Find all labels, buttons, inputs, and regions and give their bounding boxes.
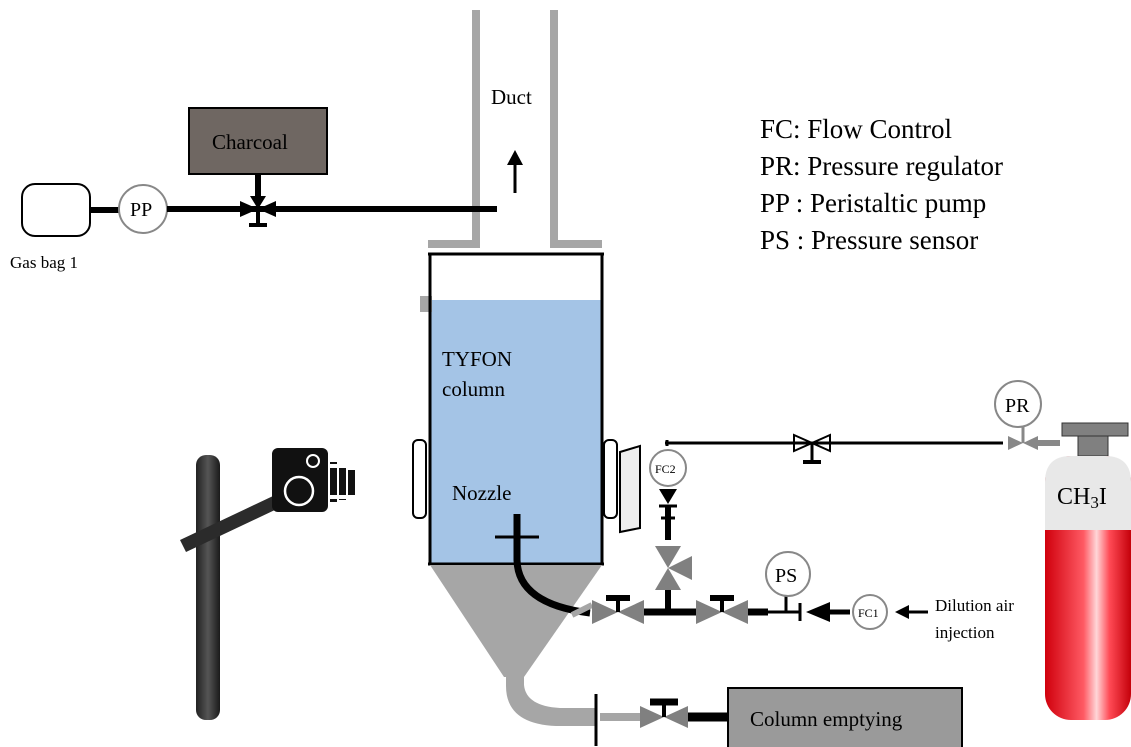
duct-label: Duct xyxy=(491,85,532,109)
legend-pr: PR: Pressure regulator xyxy=(760,151,1003,181)
fc2-check-valve-icon xyxy=(659,489,677,540)
flow-control-1 xyxy=(852,594,888,630)
charcoal-box xyxy=(188,107,328,175)
pr-label: PR xyxy=(1005,395,1030,417)
column-emptying-label: Column emptying xyxy=(750,707,903,731)
legend: FC: Flow Control PR: Pressure regulator … xyxy=(760,114,1003,255)
pr-valve-icon xyxy=(1008,427,1060,450)
nozzle-label: Nozzle xyxy=(452,481,511,505)
receiver-plate xyxy=(619,444,641,534)
manifold-valve-right-icon xyxy=(696,595,748,624)
gas-bag-label: Gas bag 1 xyxy=(10,253,78,272)
legend-pp: PP : Peristaltic pump xyxy=(760,188,986,218)
duct xyxy=(428,10,602,248)
legend-ps: PS : Pressure sensor xyxy=(760,225,978,255)
fc1-check-valve-icon xyxy=(798,602,850,622)
pressure-sensor xyxy=(765,551,811,597)
camera-arm xyxy=(180,488,296,552)
outlet-elbow xyxy=(506,672,596,726)
dilution-label-2: injection xyxy=(935,623,995,642)
camera-icon xyxy=(272,448,356,512)
flow-control-2 xyxy=(649,449,687,487)
valve-icon xyxy=(793,433,831,464)
ps-label: PS xyxy=(775,565,797,587)
tyfon-column xyxy=(412,252,618,566)
fc2-label: FC2 xyxy=(655,462,676,476)
duct-flow-arrowhead xyxy=(507,150,523,165)
column-hopper xyxy=(430,565,602,677)
pressure-regulator xyxy=(994,380,1042,428)
gas-bag-1 xyxy=(21,183,91,237)
camera-pole xyxy=(196,455,220,720)
ch3i-label: CH3I xyxy=(1057,484,1107,512)
tyfon-label-1: TYFON xyxy=(442,347,512,371)
pp-label: PP xyxy=(130,199,152,221)
camera-assembly xyxy=(180,448,356,720)
nozzle-tube xyxy=(513,514,591,617)
ch3i-cylinder: CH3I xyxy=(1045,422,1131,720)
column-emptying-box xyxy=(727,687,963,747)
legend-fc: FC: Flow Control xyxy=(760,114,952,144)
charcoal-label: Charcoal xyxy=(212,130,288,154)
manifold-valve-left-icon xyxy=(592,595,644,624)
left-window xyxy=(412,439,427,519)
emptying-valve-icon xyxy=(640,698,688,728)
right-window xyxy=(603,439,618,519)
three-way-valve-vertical-icon xyxy=(655,546,692,615)
fc1-label: FC1 xyxy=(858,606,879,620)
three-way-valve-icon xyxy=(240,196,276,227)
tyfon-label-2: column xyxy=(442,377,505,401)
dilution-label-1: Dilution air xyxy=(935,596,1014,615)
